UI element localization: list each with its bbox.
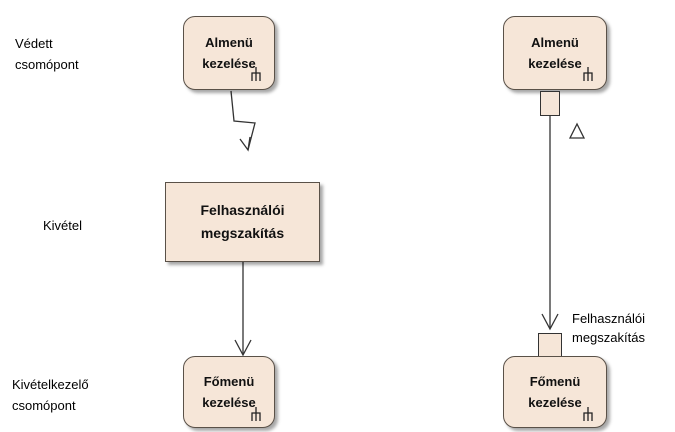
handler-edge-right-arrowhead (541, 313, 559, 331)
handler-action-left[interactable]: Főmenü kezelése (183, 356, 275, 428)
exception-box[interactable]: Felhasználói megszakítás (165, 182, 320, 262)
protected-action-left-line2: kezelése (202, 56, 256, 71)
protected-node-label: Védett csomópont (15, 36, 79, 72)
exception-label: Kivétel (43, 218, 83, 233)
protected-action-right-line2: kezelése (528, 56, 582, 71)
exception-output-pin[interactable] (540, 91, 560, 116)
exception-box-line2: megszakítás (200, 225, 285, 241)
interrupt-edge-arrowhead (239, 136, 251, 152)
handler-action-right-line2: kezelése (528, 395, 582, 410)
exception-triangle-icon (568, 122, 586, 139)
handler-action-right[interactable]: Főmenü kezelése (503, 356, 607, 428)
rake-icon (251, 67, 261, 81)
protected-action-right[interactable]: Almenü kezelése (503, 16, 607, 90)
handler-action-left-line2: kezelése (202, 395, 256, 410)
handler-action-left-line1: Főmenü (203, 374, 255, 389)
protected-action-left[interactable]: Almenü kezelése (183, 16, 275, 90)
handler-node-label: Kivételkezelő csomópont (12, 377, 89, 413)
handler-input-pin[interactable] (538, 333, 562, 357)
interrupt-edge (230, 90, 256, 151)
exception-box-line1: Felhasználói (200, 202, 285, 218)
protected-action-right-line1: Almenü (531, 35, 579, 50)
handler-action-right-line1: Főmenü (529, 374, 581, 389)
protected-action-left-line1: Almenü (205, 35, 253, 50)
rake-icon (583, 407, 593, 421)
rake-icon (251, 407, 261, 421)
handler-pin-label: Felhasználói megszakítás (572, 311, 645, 345)
handler-edge-left-arrowhead (234, 339, 252, 357)
rake-icon (583, 67, 593, 81)
